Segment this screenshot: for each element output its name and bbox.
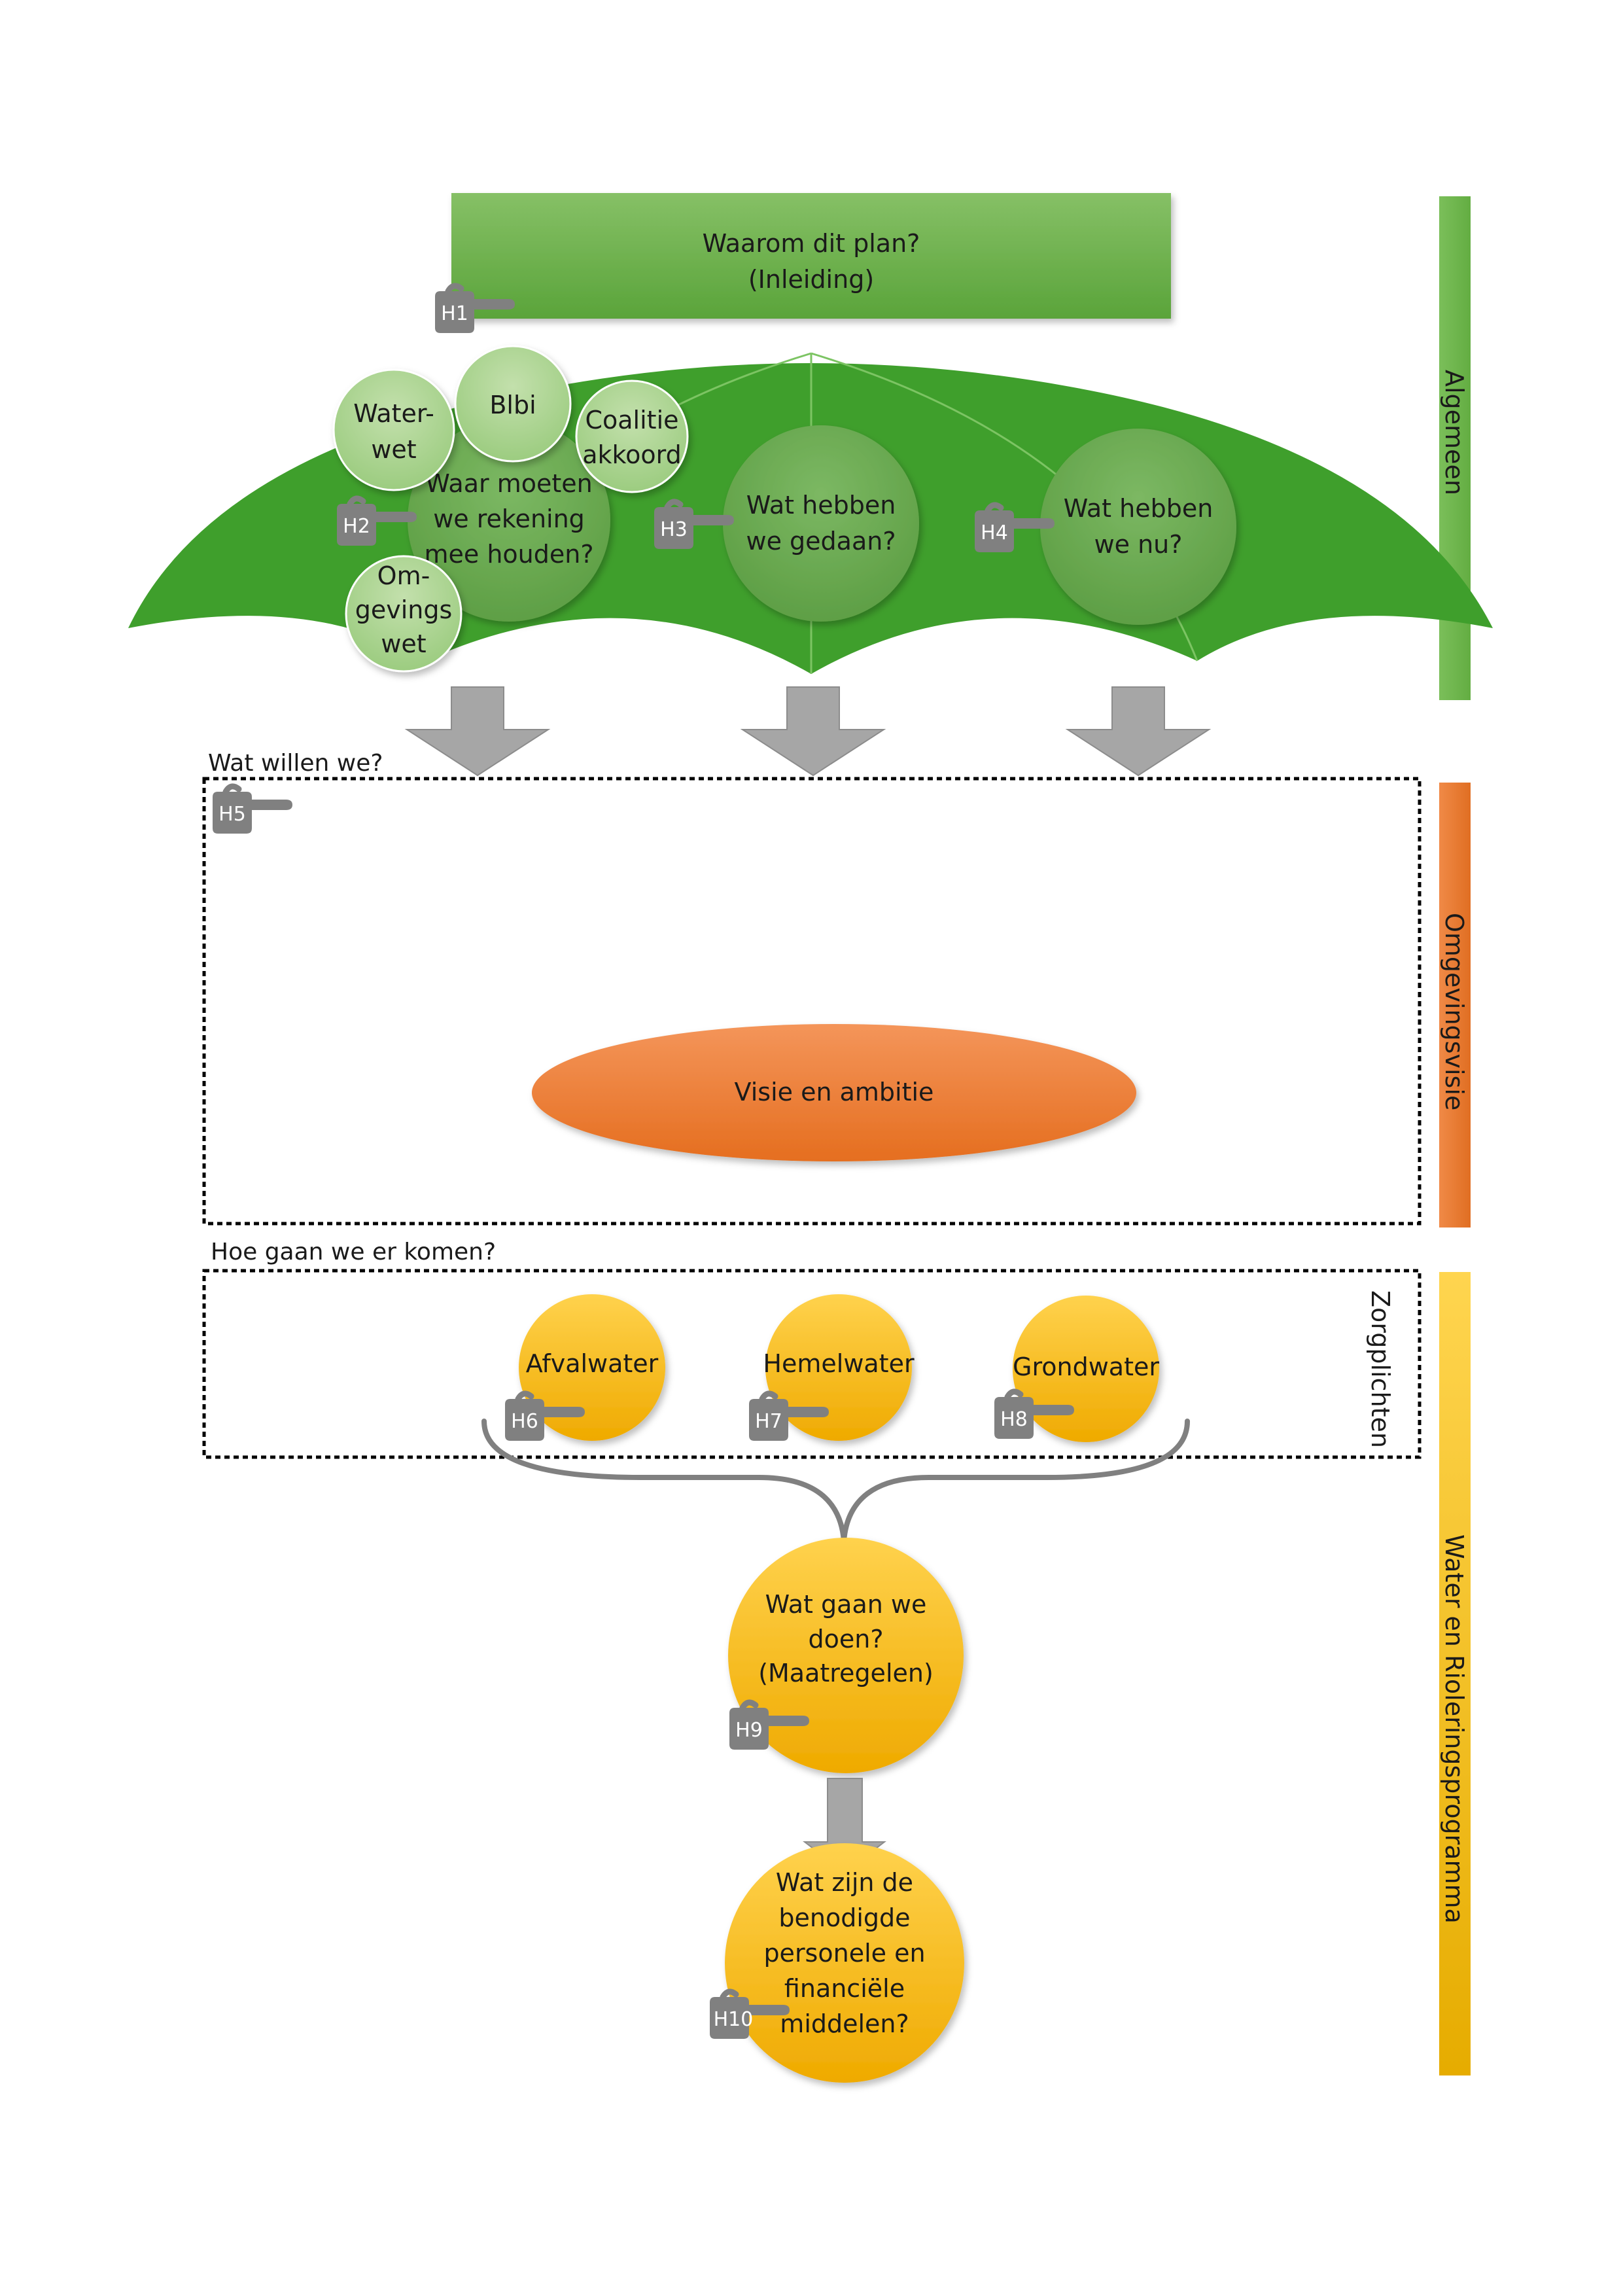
chapter-marker-h6: H6 (505, 1394, 585, 1441)
circle-gedaan: Wat hebben we gedaan? (723, 425, 919, 622)
side-bar-programma: Water en Rioleringsprogramma (1439, 1272, 1471, 2075)
chapter-label-h8: H8 (1000, 1408, 1028, 1431)
chapter-marker-h9: H9 (729, 1703, 809, 1750)
bubble-waterwet-line1: Water- (353, 399, 434, 428)
measures-line1: Wat gaan we (765, 1590, 927, 1619)
vision-ellipse-label: Visie en ambitie (735, 1078, 934, 1106)
chapter-label-h6: H6 (511, 1410, 538, 1433)
duty-grondwater: Grondwater (1013, 1296, 1159, 1442)
circle-rekening-line1: Waar moeten (425, 469, 592, 498)
bubble-omgevingswet-line2: gevings (355, 595, 453, 624)
bubble-omgevingswet-line1: Om- (377, 561, 430, 590)
circle-rekening: Waar moeten we rekening mee houden? (408, 419, 610, 622)
circle-rekening-line2: we rekening (433, 504, 585, 533)
bubble-blbi: Blbi (454, 345, 572, 463)
chapter-label-h4: H4 (981, 521, 1008, 544)
vision-caption: Wat willen we? (208, 750, 383, 777)
bubble-waterwet-line2: wet (371, 435, 416, 464)
circle-gedaan-line2: we gedaan? (746, 527, 896, 556)
chapter-marker-h5: H5 (213, 786, 292, 834)
chapter-marker-h4: H4 (975, 505, 1055, 552)
resources-line1: Wat zijn de (776, 1868, 913, 1897)
intro-title: Waarom dit plan? (703, 229, 920, 258)
side-bar-omgevingsvisie: Omgevingsvisie (1439, 783, 1471, 1227)
circle-rekening-line3: mee houden? (424, 540, 593, 569)
side-bar-omgevingsvisie-label: Omgevingsvisie (1440, 913, 1469, 1110)
vision-ellipse: Visie en ambitie (532, 1024, 1136, 1161)
measures-line2: doen? (808, 1625, 883, 1653)
duty-afvalwater-label: Afvalwater (526, 1349, 659, 1378)
chapter-label-h10: H10 (714, 2008, 754, 2031)
measures-line3: (Maatregelen) (758, 1659, 934, 1687)
duties-frame (202, 1269, 1422, 1459)
bubble-coalitie-line2: akkoord (582, 440, 682, 469)
duty-grondwater-label: Grondwater (1013, 1352, 1159, 1381)
chapter-marker-h8: H8 (994, 1392, 1074, 1439)
bubble-blbi-label: Blbi (489, 391, 536, 419)
duty-hemelwater: Hemelwater (763, 1294, 915, 1441)
chapter-marker-h10: H10 (710, 1992, 790, 2039)
chapter-marker-h3: H3 (654, 502, 734, 549)
chapter-marker-h1: H1 (435, 286, 515, 333)
resources-line5: middelen? (780, 2009, 909, 2038)
circle-gedaan-line1: Wat hebben (746, 491, 896, 520)
chapter-label-h7: H7 (755, 1410, 782, 1433)
side-bar-programma-label: Water en Rioleringsprogramma (1440, 1534, 1469, 1924)
duties-side-label: Zorgplichten (1366, 1290, 1395, 1448)
resources-line3: personele en (763, 1939, 925, 1968)
circle-nu-line2: we nu? (1094, 530, 1183, 559)
circle-nu: Wat hebben we nu? (1040, 429, 1236, 625)
intro-box: Waarom dit plan? (Inleiding) (451, 193, 1171, 319)
arrow-down-center (740, 686, 886, 777)
bubble-omgevingswet-line3: wet (381, 629, 426, 658)
resources-line2: benodigde (778, 1903, 910, 1932)
bubble-waterwet: Water- wet (332, 368, 455, 491)
arrow-down-left (404, 686, 551, 777)
circle-maatregelen: Wat gaan we doen? (Maatregelen) (728, 1538, 964, 1773)
chapter-marker-h7: H7 (749, 1394, 829, 1441)
chapter-label-h2: H2 (343, 515, 370, 538)
arrow-down-right (1065, 686, 1212, 777)
vision-frame (202, 777, 1422, 1226)
chapter-label-h5: H5 (218, 803, 246, 826)
chapter-label-h1: H1 (441, 302, 468, 325)
circle-nu-line1: Wat hebben (1064, 494, 1213, 523)
resources-line4: financiële (784, 1974, 905, 2003)
side-bar-algemeen: Algemeen (1439, 196, 1471, 700)
circle-middelen: Wat zijn de benodigde personele en finan… (725, 1843, 964, 2083)
duty-afvalwater: Afvalwater (519, 1294, 665, 1441)
bubble-omgevingswet: Om- gevings wet (345, 555, 462, 673)
bubble-coalitie-line1: Coalitie (585, 406, 678, 434)
duties-caption: Hoe gaan we er komen? (211, 1239, 496, 1265)
side-bar-algemeen-label: Algemeen (1440, 370, 1469, 495)
chapter-marker-h2: H2 (337, 499, 417, 546)
bubble-coalitie: Coalitie akkoord (575, 380, 689, 493)
intro-subtitle: (Inleiding) (748, 265, 874, 294)
chapter-label-h3: H3 (660, 518, 688, 541)
chapter-label-h9: H9 (735, 1719, 763, 1742)
duty-hemelwater-label: Hemelwater (763, 1349, 915, 1378)
